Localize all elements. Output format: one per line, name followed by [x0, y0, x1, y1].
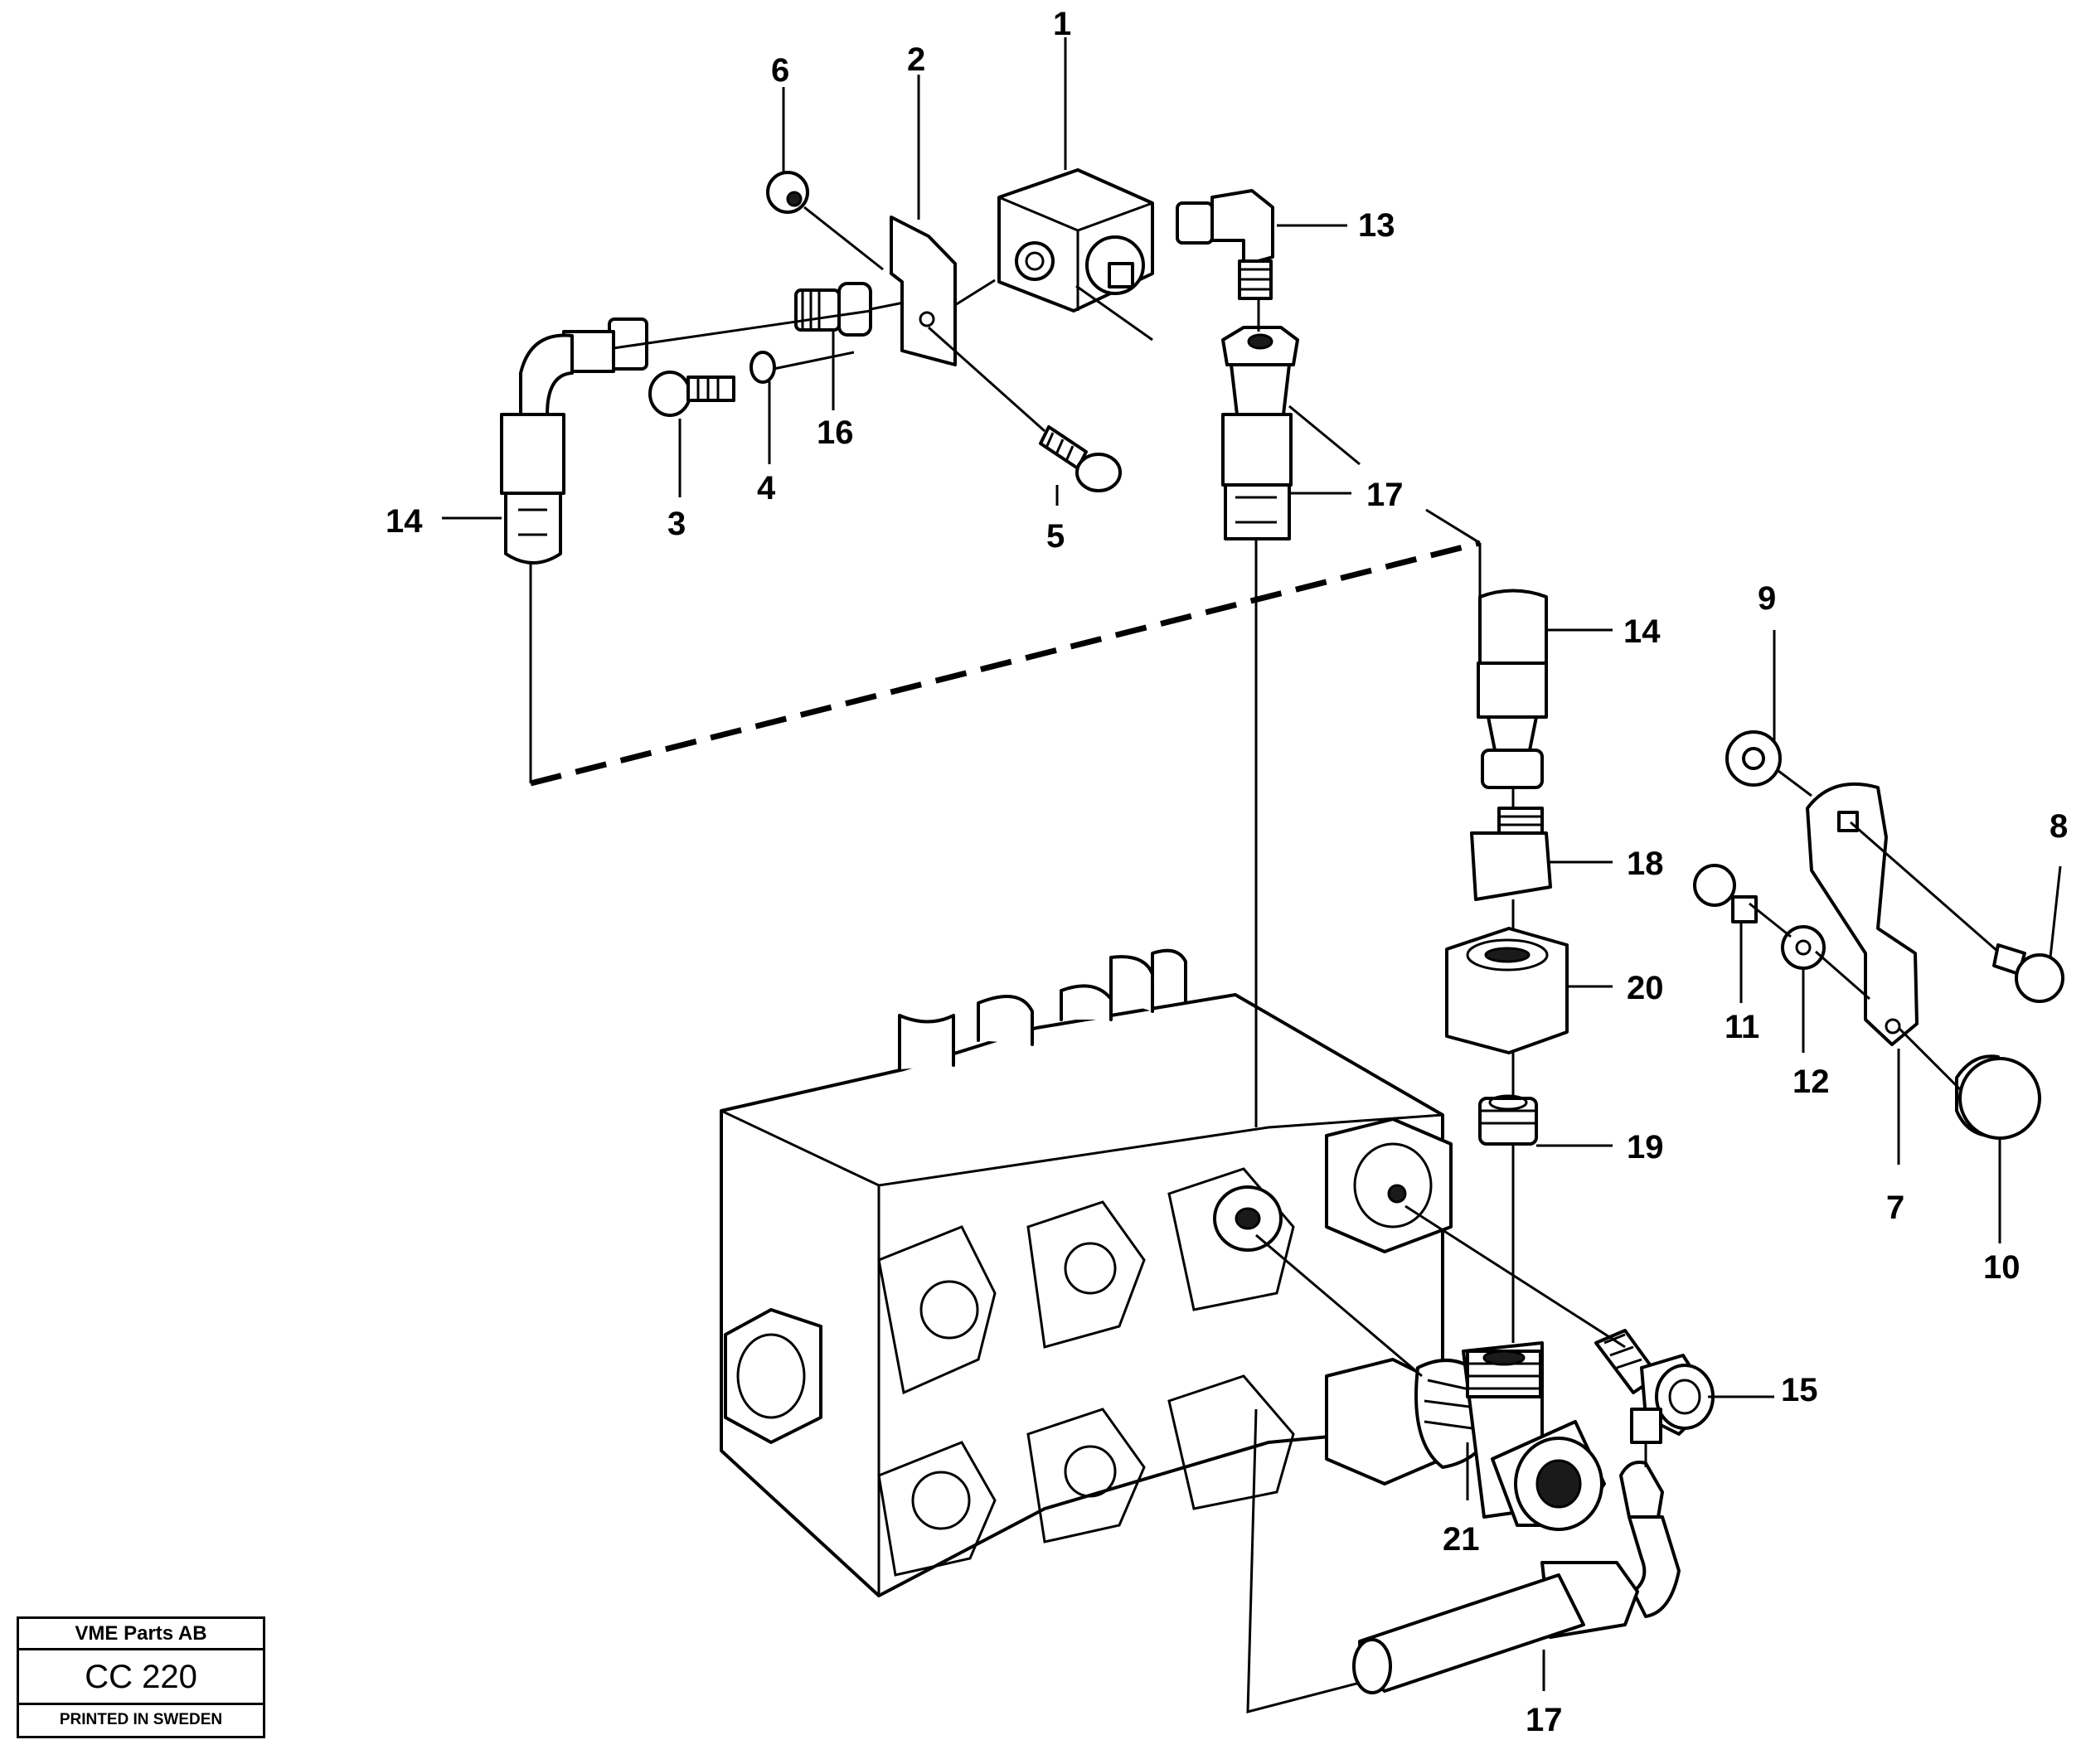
part-1-valve-block [997, 168, 1154, 313]
part-18-nut [1470, 807, 1552, 901]
callout-17-top: 17 [1366, 477, 1404, 513]
part-16-nipple [794, 282, 872, 337]
part-3-screw [648, 371, 735, 417]
callout-7: 7 [1886, 1190, 1904, 1226]
part-14-hose-right [1477, 589, 1548, 789]
part-10-knob [1955, 1054, 2041, 1140]
part-5-screw [1039, 425, 1122, 492]
leader-lines [442, 37, 2062, 1713]
part-11-screw [1693, 864, 1758, 923]
part-8-screw [1992, 943, 2064, 1003]
hose-route-diagonal [1288, 405, 1481, 545]
part-2-bracket [890, 216, 957, 366]
part-14-hose-left [500, 317, 648, 565]
part-13-elbow [1176, 189, 1274, 300]
callout-6: 6 [771, 52, 789, 89]
part-21-tee [1414, 1341, 1606, 1531]
callout-5: 5 [1046, 518, 1065, 555]
part-7-lever [1806, 782, 1919, 1046]
callout-13: 13 [1358, 207, 1395, 244]
title-block-company: VME Parts AB [19, 1619, 263, 1650]
part-19-nipple [1478, 1094, 1538, 1146]
part-6-nut [766, 171, 809, 214]
part-17-hose-top [1221, 326, 1299, 540]
part-17-hose-bottom [1352, 1461, 1681, 1694]
part-4-washer [750, 351, 776, 384]
callout-9: 9 [1758, 580, 1776, 617]
part-12-washer [1781, 925, 1826, 970]
title-block-code: CC 220 [19, 1650, 263, 1705]
callout-2: 2 [907, 41, 925, 78]
callout-16: 16 [817, 414, 854, 451]
callout-3: 3 [667, 506, 686, 542]
callout-18: 18 [1627, 846, 1664, 882]
title-block-footer: PRINTED IN SWEDEN [59, 1711, 223, 1728]
callout-11: 11 [1725, 1009, 1759, 1045]
callout-20: 20 [1627, 970, 1664, 1006]
callout-8: 8 [2050, 808, 2068, 845]
callout-1: 1 [1053, 6, 1071, 42]
hose-route-dashed-line [530, 540, 1481, 787]
callout-14-right: 14 [1623, 613, 1661, 650]
callout-4: 4 [757, 470, 776, 506]
callout-19: 19 [1627, 1129, 1664, 1166]
callout-10: 10 [1983, 1249, 2021, 1286]
title-block: VME Parts AB CC 220 PRINTED IN SWEDEN [17, 1616, 265, 1738]
part-20-coupling [1445, 927, 1569, 1054]
callout-17-bottom: 17 [1526, 1702, 1563, 1738]
callout-15: 15 [1781, 1372, 1818, 1408]
part-9-washer [1725, 730, 1782, 787]
callout-12: 12 [1793, 1064, 1830, 1100]
part-15-elbow [1594, 1329, 1715, 1444]
control-valve-body [720, 948, 1453, 1597]
callout-21: 21 [1443, 1521, 1480, 1558]
callout-14-left: 14 [386, 503, 423, 540]
